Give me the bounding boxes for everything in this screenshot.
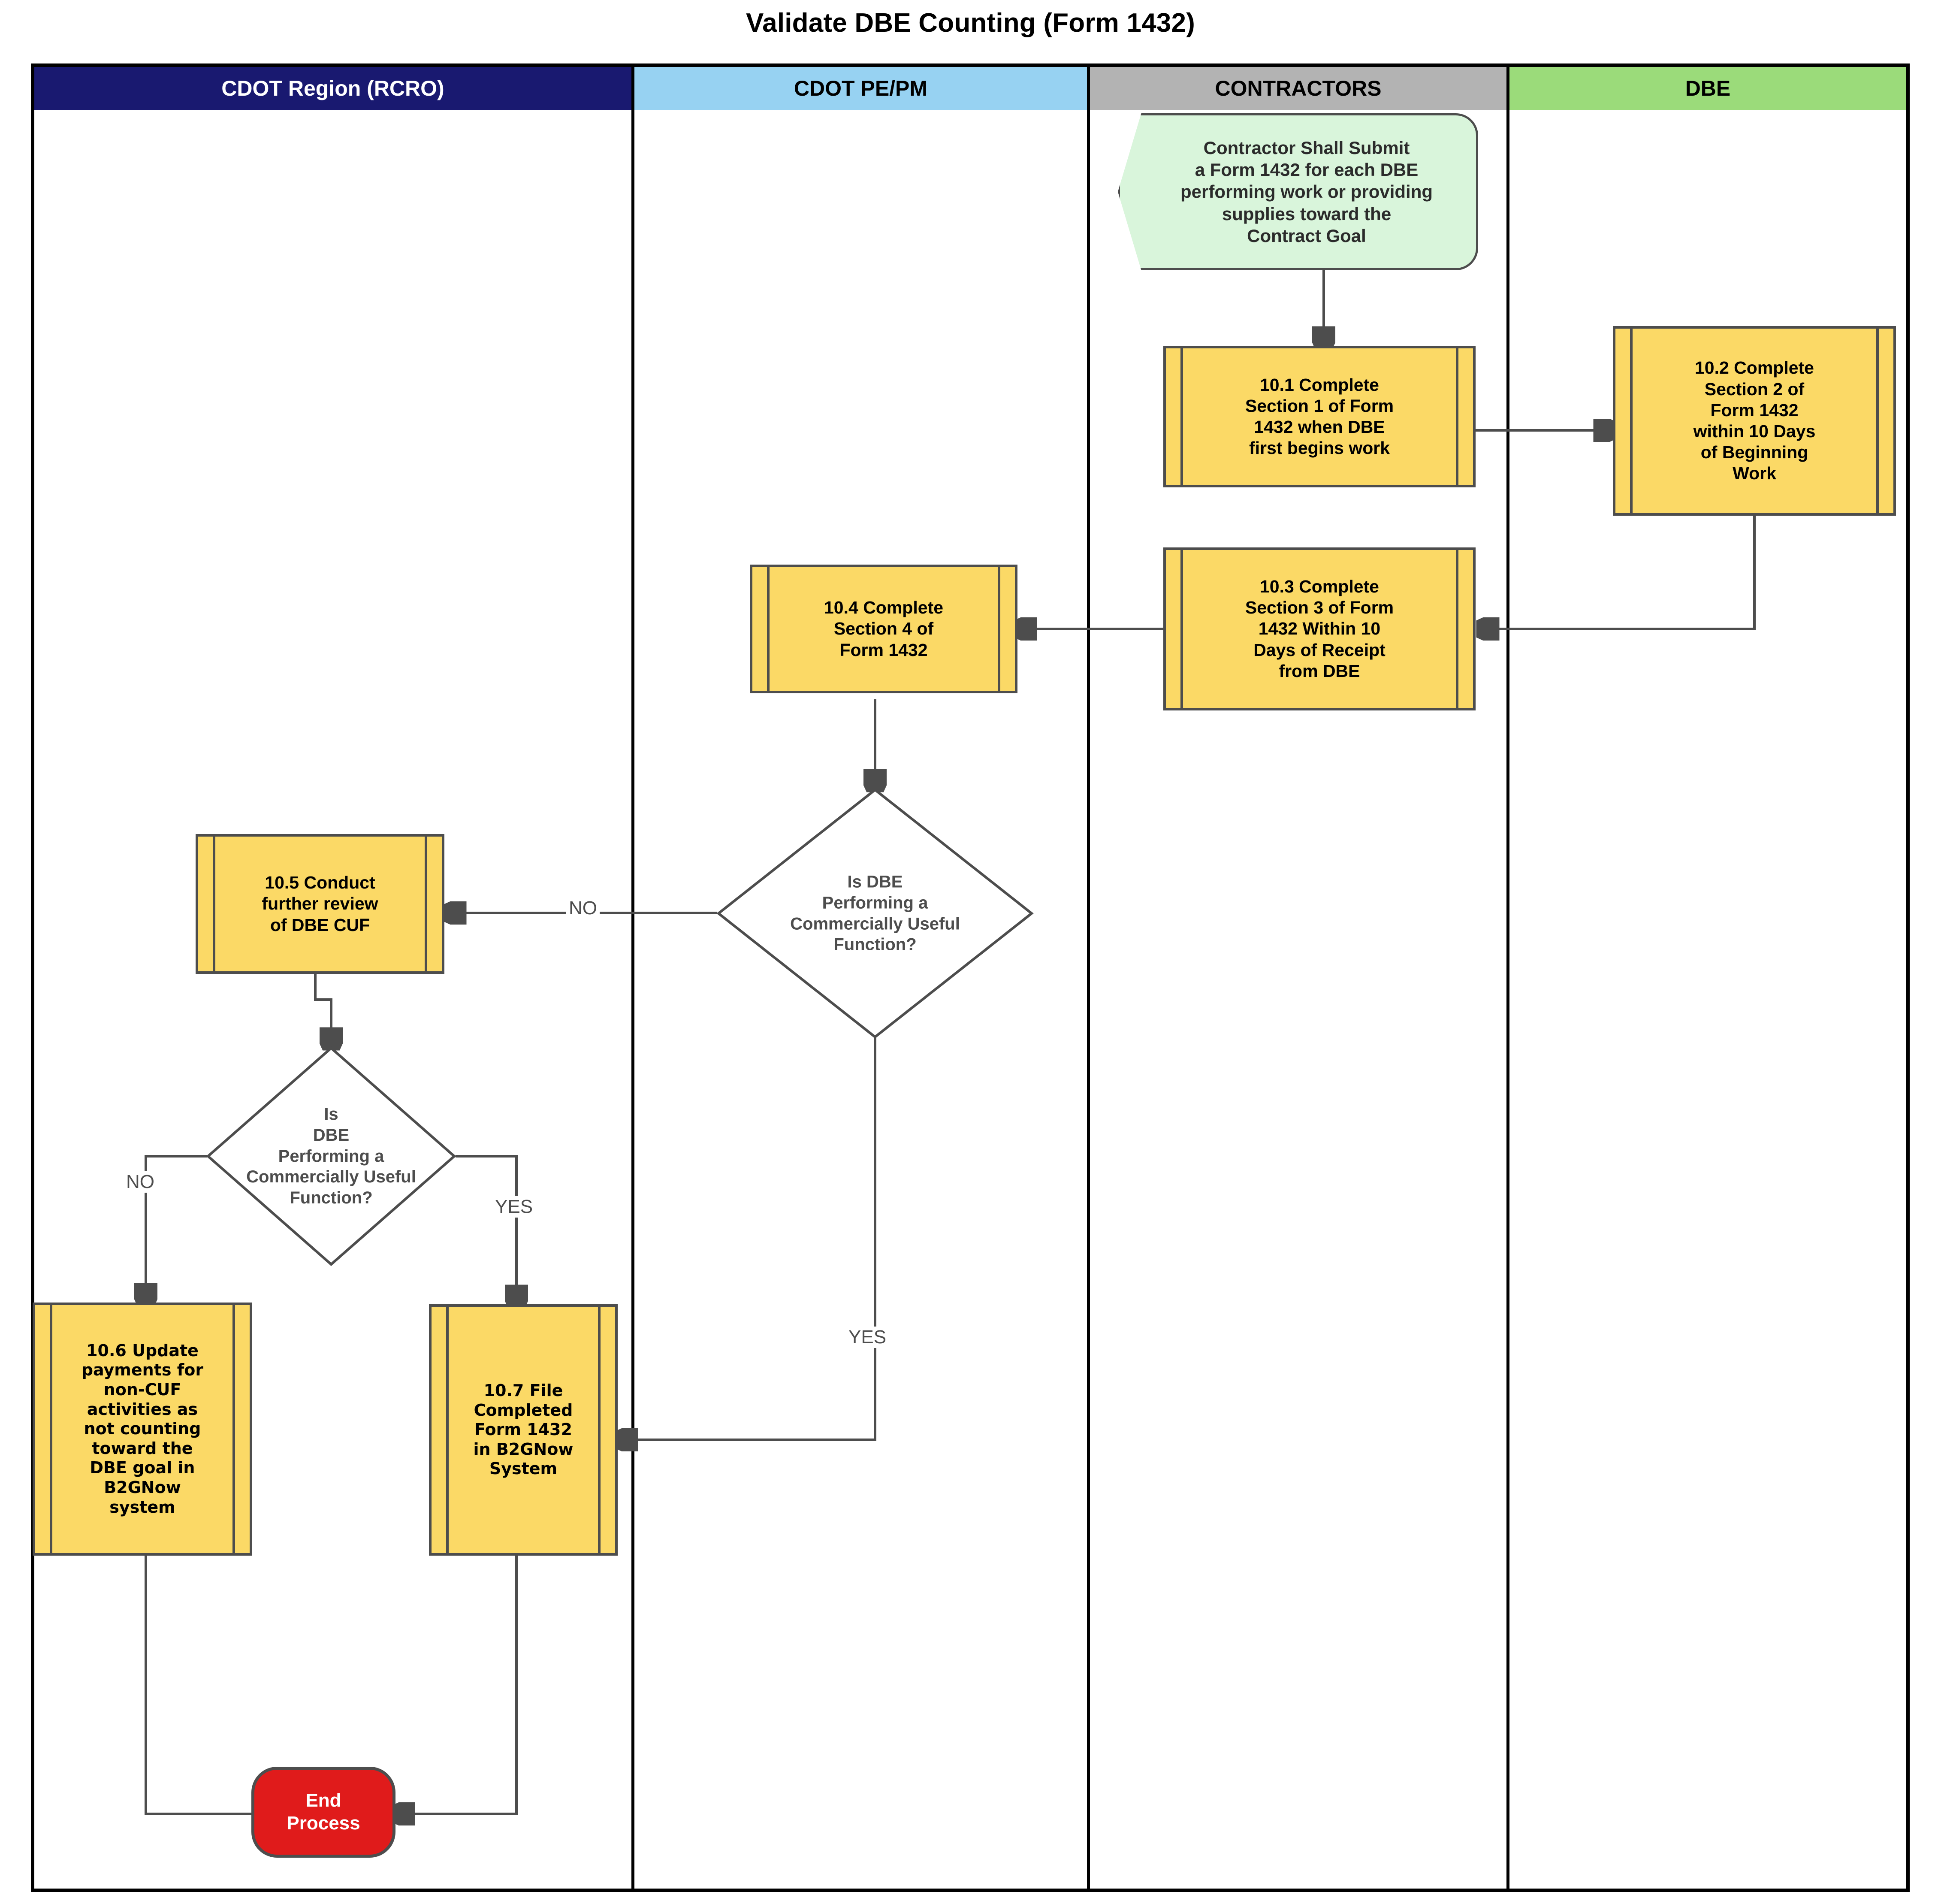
decision-is-dbe-performing-cuf-pepm[interactable]: Is DBE Performing a Commercially Useful … [716,788,1034,1039]
terminator-label: End Process [287,1790,360,1834]
process-10-6-label: 10.6 Update payments for non-CUF activit… [81,1341,204,1517]
lane-header-label: CONTRACTORS [1215,76,1382,100]
lane-divider-3 [1506,67,1509,1889]
lane-header-label: CDOT Region (RCRO) [221,76,444,100]
predefined-bar-right [232,1305,235,1553]
process-10-5-label: 10.5 Conduct further review of DBE CUF [262,873,378,935]
start-shape-contractor-submit[interactable]: Contractor Shall Submit a Form 1432 for … [1118,113,1478,270]
lane-header-label: CDOT PE/PM [794,76,928,100]
decision-1-label: Is DBE Performing a Commercially Useful … [790,872,960,954]
predefined-bar-right [1456,550,1458,708]
process-10-2[interactable]: 10.2 Complete Section 2 of Form 1432 wit… [1613,326,1896,516]
swimlane-frame [31,63,1910,1892]
terminator-end-process[interactable]: End Process [251,1767,395,1858]
decision-is-dbe-performing-cuf-region[interactable]: Is DBE Performing a Commercially Useful … [206,1046,456,1266]
edge-label-decision-1-yes: YES [846,1327,889,1348]
lane-header-dbe: DBE [1509,67,1906,110]
predefined-bar-right [425,837,427,971]
predefined-bar-left [446,1307,449,1553]
page-title: Validate DBE Counting (Form 1432) [746,8,1195,38]
lane-header-cdot-region: CDOT Region (RCRO) [34,67,631,110]
edge-label-decision-2-no: NO [124,1171,157,1193]
lane-header-contractors: CONTRACTORS [1090,67,1506,110]
predefined-bar-left [1630,329,1633,513]
predefined-bar-left [50,1305,52,1553]
lane-header-cdot-pe-pm: CDOT PE/PM [634,67,1087,110]
process-10-4-label: 10.4 Complete Section 4 of Form 1432 [824,598,943,660]
process-10-3[interactable]: 10.3 Complete Section 3 of Form 1432 Wit… [1163,547,1476,710]
process-10-6[interactable]: 10.6 Update payments for non-CUF activit… [33,1303,252,1556]
predefined-bar-left [1180,550,1183,708]
process-10-1[interactable]: 10.1 Complete Section 1 of Form 1432 whe… [1163,346,1476,487]
predefined-bar-left [1180,348,1183,485]
process-10-5[interactable]: 10.5 Conduct further review of DBE CUF [196,834,444,974]
predefined-bar-left [767,567,770,691]
process-10-4[interactable]: 10.4 Complete Section 4 of Form 1432 [750,565,1017,693]
predefined-bar-right [998,567,1000,691]
edge-label-decision-1-no: NO [566,898,600,919]
predefined-bar-left [213,837,215,971]
predefined-bar-right [1456,348,1458,485]
edge-label-decision-2-yes: YES [492,1196,536,1218]
process-10-3-label: 10.3 Complete Section 3 of Form 1432 Wit… [1245,577,1394,681]
process-10-1-label: 10.1 Complete Section 1 of Form 1432 whe… [1245,375,1394,458]
process-10-2-label: 10.2 Complete Section 2 of Form 1432 wit… [1693,358,1816,484]
process-10-7[interactable]: 10.7 File Completed Form 1432 in B2GNow … [429,1304,618,1556]
lane-header-label: DBE [1685,76,1731,100]
lane-divider-1 [631,67,634,1889]
process-10-7-label: 10.7 File Completed Form 1432 in B2GNow … [473,1381,574,1478]
predefined-bar-right [598,1307,601,1553]
decision-2-label: Is DBE Performing a Commercially Useful … [246,1105,416,1208]
lane-divider-2 [1087,67,1090,1889]
predefined-bar-right [1876,329,1879,513]
start-shape-label: Contractor Shall Submit a Form 1432 for … [1180,137,1433,246]
